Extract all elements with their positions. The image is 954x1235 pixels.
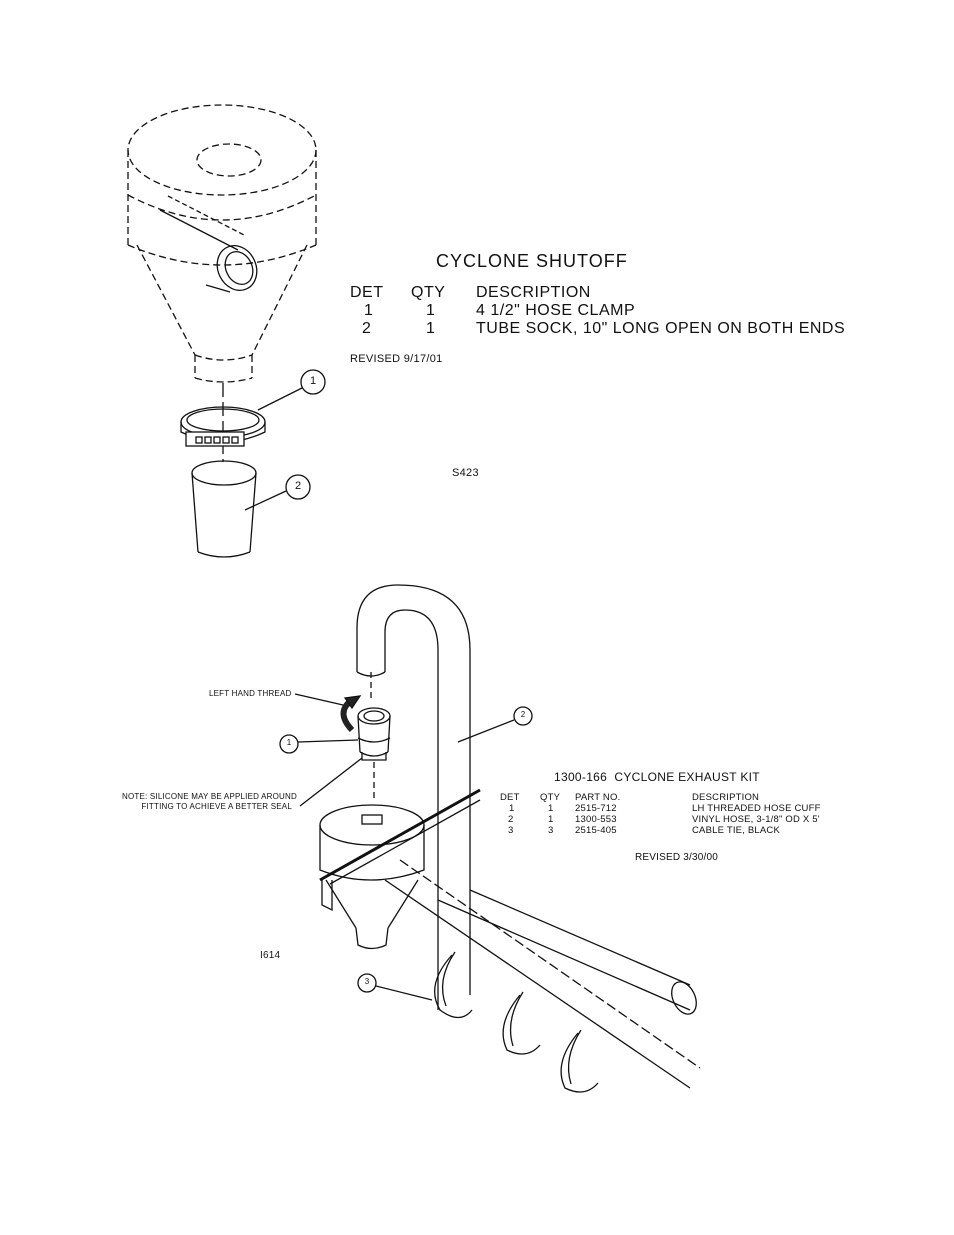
exhaust-row-det: 3 [508,825,514,836]
shutoff-row-desc: TUBE SOCK, 10" LONG OPEN ON BOTH ENDS [476,320,846,337]
exhaust-header-qty: QTY [540,792,561,803]
exhaust-drawing-code: I614 [260,950,281,961]
vinyl-hose-drawing [356,584,701,1089]
exhaust-row-qty: 3 [548,825,554,836]
hose-clamp-drawing [180,406,266,447]
exhaust-row-qty: 1 [548,814,554,825]
shutoff-row-det: 1 [364,302,374,319]
exhaust-row-part: 2515-712 [575,803,617,814]
shutoff-drawing-code: S423 [452,467,479,479]
exhaust-revised: REVISED 3/30/00 [635,852,719,863]
exhaust-row-desc: CABLE TIE, BLACK [692,825,781,836]
shutoff-revised: REVISED 9/17/01 [350,353,443,365]
exhaust-header-desc: DESCRIPTION [692,792,760,803]
callout-b2-circle [513,706,533,726]
exhaust-row-part: 2515-405 [575,825,617,836]
hose-cuff-drawing [357,707,391,761]
exhaust-header-det: DET [500,792,520,803]
exhaust-row-det: 1 [509,803,515,814]
cyclone-body-drawing [127,104,317,383]
small-cyclone-drawing [319,804,425,950]
exhaust-row-part: 1300-553 [575,814,617,825]
shutoff-header-desc: DESCRIPTION [476,284,591,301]
exhaust-row-desc: VINYL HOSE, 3-1/8" OD X 5' [692,814,820,825]
silicone-note: NOTE: SILICONE MAY BE APPLIED AROUND FIT… [122,792,297,811]
mounting-bar [319,788,481,882]
shutoff-row-desc: 4 1/2" HOSE CLAMP [476,302,636,319]
shutoff-row-qty: 1 [426,302,436,319]
tube-sock-drawing [191,460,257,558]
callout-b1-label: 1 [286,738,292,747]
callout-2-circle [285,474,311,500]
callout-b1-circle [279,734,299,754]
cyclone-inlet-pipe [159,195,258,293]
shutoff-row-qty: 1 [426,320,436,337]
callout-b3-circle [357,973,377,993]
exhaust-row-qty: 1 [548,803,554,814]
shutoff-title: CYCLONE SHUTOFF [436,251,628,271]
callout-1-circle [300,369,326,395]
callout-2-label: 2 [294,480,302,492]
exhaust-row-det: 2 [508,814,514,825]
shutoff-header-qty: QTY [411,284,446,301]
callout-b3-label: 3 [364,977,370,986]
shutoff-header-det: DET [350,284,384,301]
exhaust-header-part: PART NO. [575,792,621,803]
exhaust-row-desc: LH THREADED HOSE CUFF [692,803,821,814]
left-hand-thread-label: LEFT HAND THREAD [209,689,292,698]
shutoff-row-det: 2 [362,320,372,337]
callout-b2-label: 2 [520,710,526,719]
exhaust-title: 1300-166 CYCLONE EXHAUST KIT [554,770,760,784]
cable-tie-drawing [434,951,599,1093]
callout-1-label: 1 [309,375,317,387]
